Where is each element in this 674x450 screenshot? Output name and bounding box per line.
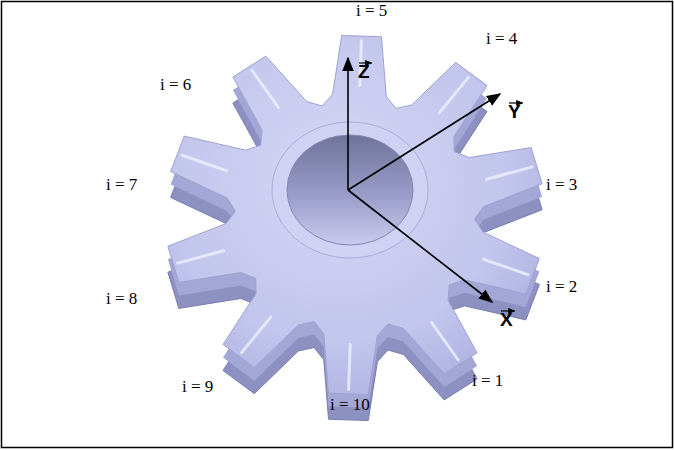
tooth-crest bbox=[349, 345, 351, 390]
tooth-index-label: i = 2 bbox=[546, 278, 577, 297]
tooth-index-label: i = 4 bbox=[486, 30, 517, 49]
tooth-index-label: i = 3 bbox=[546, 176, 577, 195]
hub-ring bbox=[272, 122, 428, 258]
tooth-crest bbox=[439, 77, 468, 112]
tooth-crest bbox=[182, 155, 227, 170]
tooth-crest bbox=[487, 167, 533, 179]
tooth-crest bbox=[431, 322, 458, 359]
axis-name: Y bbox=[508, 102, 521, 123]
tooth-crest bbox=[252, 70, 279, 107]
tooth-crest bbox=[242, 317, 271, 352]
coordinate-axes bbox=[348, 58, 500, 302]
axis-arrow bbox=[348, 190, 492, 302]
gear-top-face bbox=[168, 35, 542, 394]
tooth-crest bbox=[484, 259, 529, 274]
tooth-index-label: i = 5 bbox=[356, 2, 387, 21]
tooth-index-label: i = 1 bbox=[472, 372, 503, 391]
bore-hole bbox=[287, 135, 413, 245]
tooth-index-label: i = 10 bbox=[330, 396, 370, 415]
axis-arrow bbox=[347, 58, 349, 190]
tooth-crest bbox=[178, 251, 224, 263]
tooth-index-label: i = 6 bbox=[160, 76, 191, 95]
bevel-gear bbox=[168, 35, 542, 420]
tooth-index-label: i = 7 bbox=[106, 176, 137, 195]
tooth-index-label: i = 9 bbox=[182, 378, 213, 397]
axis-arrow bbox=[348, 94, 500, 190]
tooth-index-label: i = 8 bbox=[106, 290, 137, 309]
axis-name: Z bbox=[358, 62, 370, 83]
axis-name: X bbox=[500, 310, 513, 331]
